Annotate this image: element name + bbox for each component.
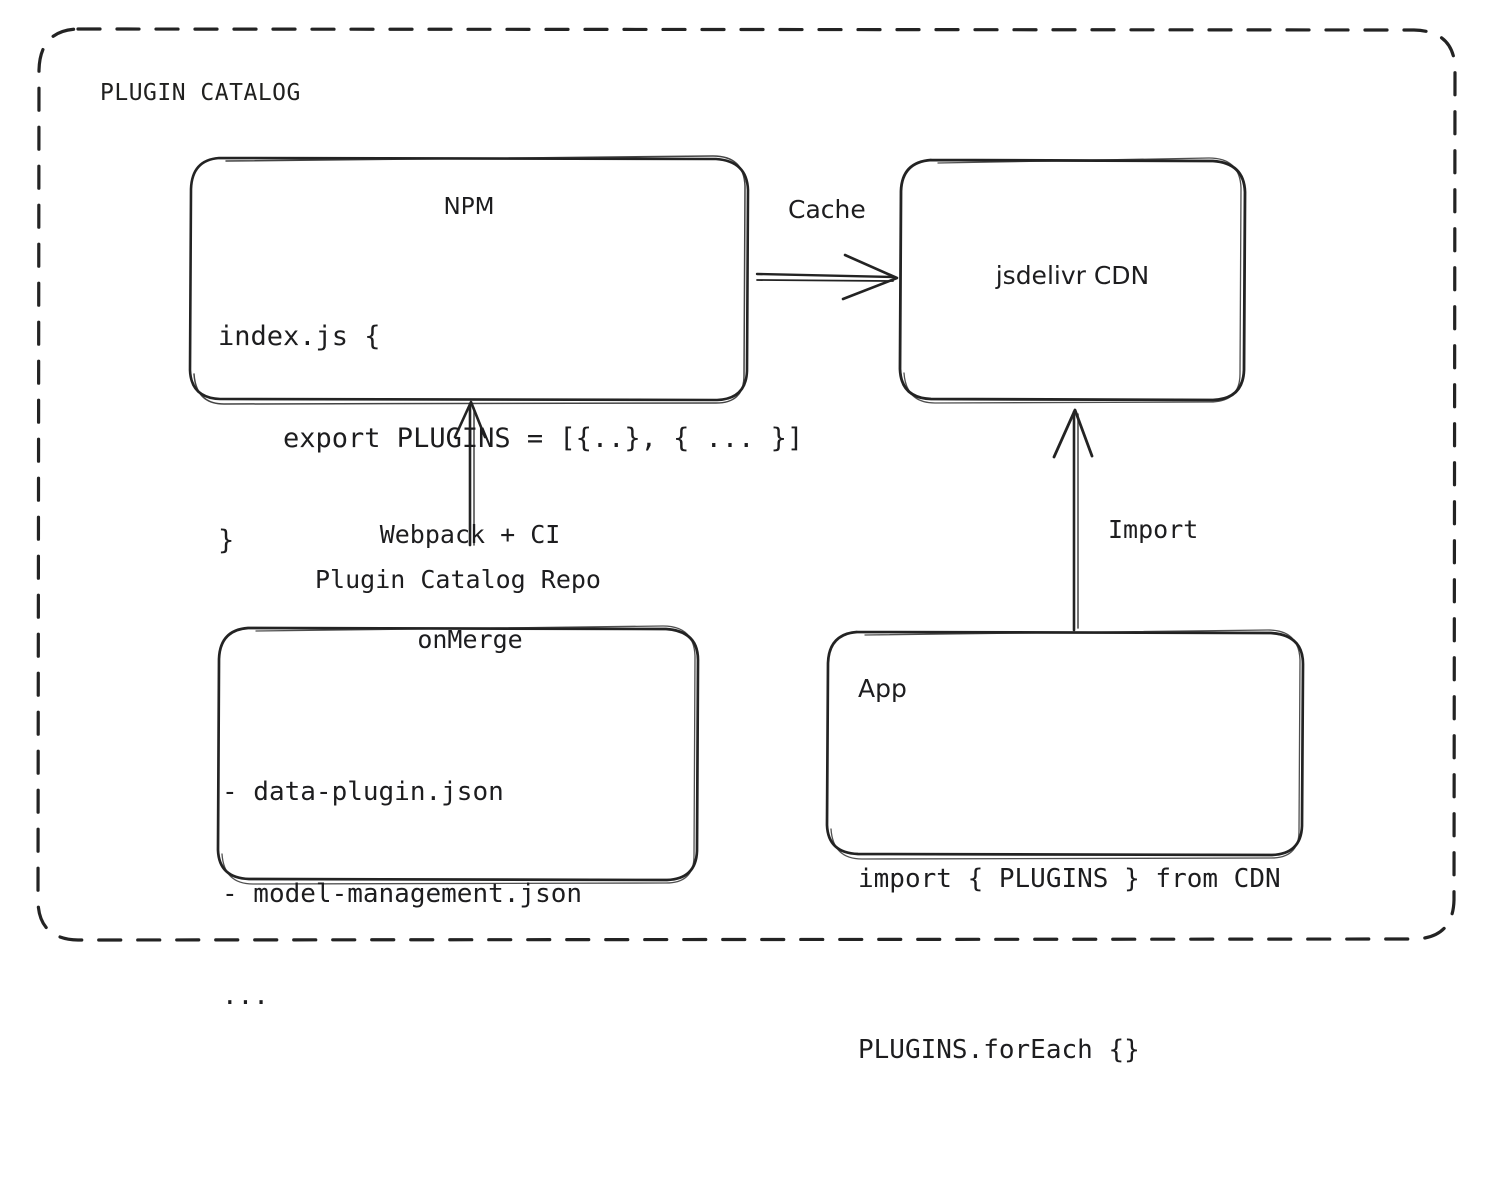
- edge-npm-to-cdn-arrow: [755, 253, 899, 301]
- edge-label-webpack-ci: Webpack + CI onMerge: [330, 447, 610, 727]
- repo-file-item: - model-management.json: [222, 879, 583, 909]
- cdn-node-shape: [898, 157, 1247, 404]
- npm-node-title: NPM: [443, 194, 495, 220]
- edge-label-cache: Cache: [788, 195, 866, 224]
- repo-node-caption: Plugin Catalog Repo: [315, 565, 601, 594]
- edge-repo-to-npm-arrow: [453, 400, 487, 547]
- npm-code-line: index.js {: [218, 321, 381, 352]
- edge-label-import: Import: [1108, 515, 1199, 544]
- diagram-vector-layer: [36, 27, 1457, 942]
- app-node-shape: [825, 629, 1305, 860]
- cdn-node-title: jsdelivr CDN: [995, 261, 1150, 290]
- app-node-title: App: [858, 674, 907, 703]
- repo-file-item: ...: [222, 981, 269, 1011]
- repo-file-item: - data-plugin.json: [222, 777, 504, 807]
- page-title: PLUGIN CATALOG: [100, 80, 301, 106]
- repo-node-shape: [216, 625, 700, 885]
- repo-node-file-list: - data-plugin.json - model-management.js…: [222, 707, 582, 1081]
- app-code-line: PLUGINS.forEach {}: [858, 1035, 1140, 1065]
- diagram-canvas: PLUGIN CATALOG NPM index.js { export PLU…: [36, 27, 1457, 1065]
- app-code-line: import { PLUGINS } from CDN: [858, 864, 1281, 894]
- app-node-code: import { PLUGINS } from CDN PLUGINS.forE…: [858, 737, 1281, 1193]
- npm-node-code: index.js { export PLUGINS = [{..}, { ...…: [218, 252, 803, 626]
- edge-app-to-cdn-arrow: [1052, 408, 1094, 632]
- npm-code-line: }: [218, 525, 235, 556]
- npm-node-shape: [188, 155, 750, 405]
- edge-label-line: Webpack + CI: [379, 520, 561, 549]
- npm-code-line: export PLUGINS = [{..}, { ... }]: [218, 423, 804, 454]
- plugin-catalog-container-border: [36, 27, 1457, 942]
- edge-label-line: onMerge: [417, 625, 523, 654]
